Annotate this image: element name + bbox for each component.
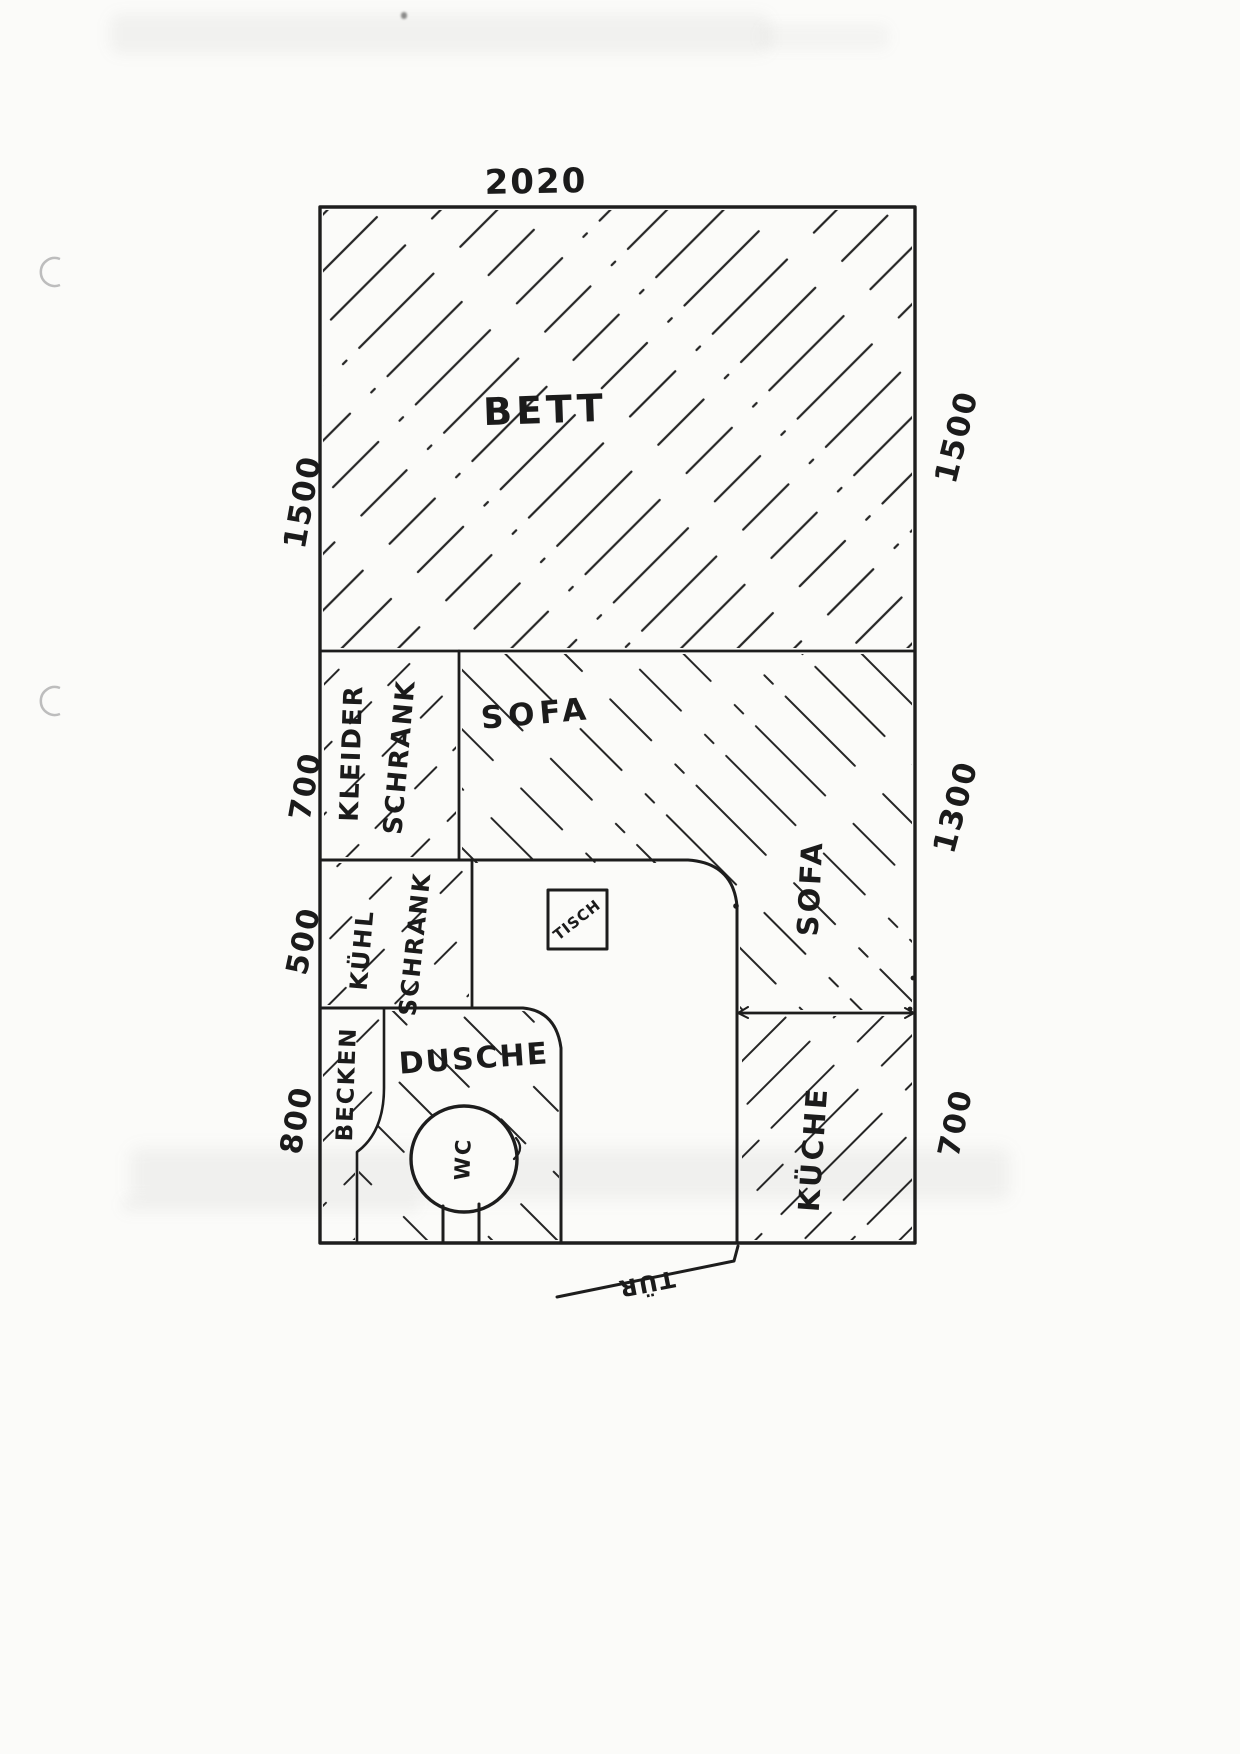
dim-dot-1 xyxy=(910,975,916,981)
becken-hatch xyxy=(323,1011,381,1240)
sofa-boundary-wall xyxy=(318,858,739,1245)
dim-dot-2 xyxy=(907,1006,913,1012)
sofa-hatch xyxy=(462,654,912,1010)
walls xyxy=(318,205,917,1299)
kueche-hatch xyxy=(742,1016,912,1240)
corner-dot xyxy=(733,903,739,909)
kleiderschrank-hatch xyxy=(324,654,456,857)
room-label-kleiderschrank-line1: KLEIDER xyxy=(334,683,370,823)
room-label-sofa-side: SOFA xyxy=(790,838,830,938)
wc-flush-detail xyxy=(512,1136,522,1161)
wc-tank-lines xyxy=(441,1202,481,1245)
hole-punch-icon xyxy=(39,256,61,288)
hole-punch-icon xyxy=(39,685,61,717)
room-label-wc: WC xyxy=(450,1137,476,1181)
hole-punch-icons xyxy=(39,256,61,717)
dusche-boundary-wall xyxy=(318,1006,563,1245)
wc-bowl xyxy=(409,1104,519,1214)
bett-hatch xyxy=(323,210,912,648)
room-label-bett: BETT xyxy=(482,385,608,435)
tisch-box xyxy=(546,888,609,951)
door-swing-line xyxy=(555,1244,740,1299)
outer-wall xyxy=(318,205,917,1245)
dim-top-width: 2020 xyxy=(484,161,588,203)
becken-divider xyxy=(355,1006,386,1245)
room-label-becken: BECKEN xyxy=(332,1026,362,1142)
kuehlschrank-hatch xyxy=(324,863,469,1005)
